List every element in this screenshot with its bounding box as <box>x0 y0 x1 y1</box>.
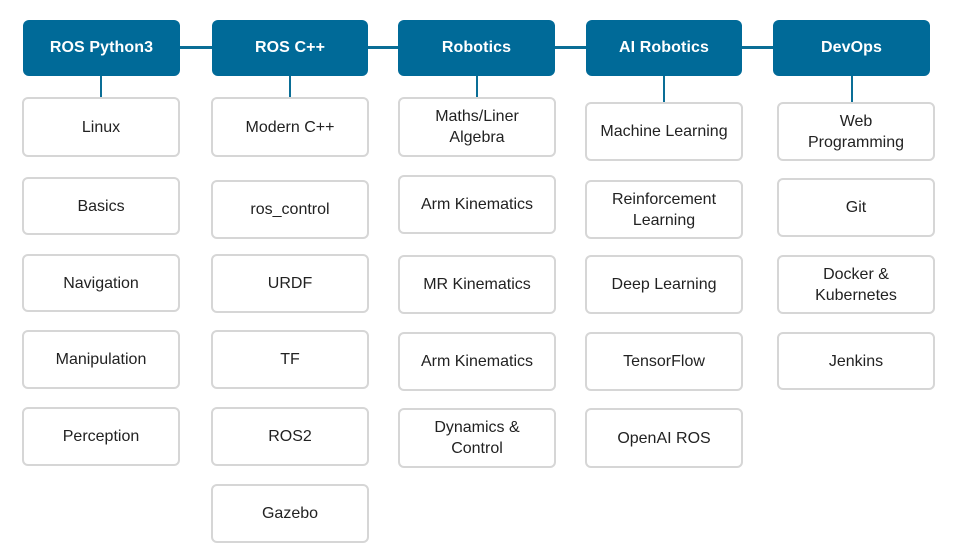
topic-mr-kinematics: MR Kinematics <box>398 255 556 314</box>
column-header-robotics: Robotics <box>398 20 555 76</box>
topic-linux: Linux <box>22 97 180 157</box>
column-connector <box>289 76 291 97</box>
topic-jenkins: Jenkins <box>777 332 935 390</box>
column-header-ai-robotics: AI Robotics <box>586 20 742 76</box>
column-connector <box>100 76 102 97</box>
topic-reinforcement-learning: Reinforcement Learning <box>585 180 743 239</box>
topic-manipulation: Manipulation <box>22 330 180 389</box>
header-connector <box>180 46 212 49</box>
topic-arm-kinematics: Arm Kinematics <box>398 175 556 234</box>
topic-gazebo: Gazebo <box>211 484 369 543</box>
topic-ros-control: ros_control <box>211 180 369 239</box>
topic-machine-learning: Machine Learning <box>585 102 743 161</box>
topic-git: Git <box>777 178 935 237</box>
topic-openai-ros: OpenAI ROS <box>585 408 743 468</box>
topic-arm-kinematics-2: Arm Kinematics <box>398 332 556 391</box>
topic-perception: Perception <box>22 407 180 466</box>
column-connector <box>663 76 665 102</box>
column-header-devops: DevOps <box>773 20 930 76</box>
topic-docker-kubernetes: Docker & Kubernetes <box>777 255 935 314</box>
topic-urdf: URDF <box>211 254 369 313</box>
column-header-ros-cpp: ROS C++ <box>212 20 368 76</box>
topic-navigation: Navigation <box>22 254 180 312</box>
column-connector <box>476 76 478 97</box>
column-header-ros-python3: ROS Python3 <box>23 20 180 76</box>
topic-tf: TF <box>211 330 369 389</box>
topic-modern-cpp: Modern C++ <box>211 97 369 157</box>
topic-dynamics-control: Dynamics & Control <box>398 408 556 468</box>
header-connector <box>368 46 398 49</box>
topic-web-programming: Web Programming <box>777 102 935 161</box>
topic-basics: Basics <box>22 177 180 235</box>
column-connector <box>851 76 853 102</box>
topic-tensorflow: TensorFlow <box>585 332 743 391</box>
header-connector <box>555 46 586 49</box>
topic-deep-learning: Deep Learning <box>585 255 743 314</box>
topic-maths-linear-algebra: Maths/Liner Algebra <box>398 97 556 157</box>
topic-ros2: ROS2 <box>211 407 369 466</box>
header-connector <box>742 46 773 49</box>
